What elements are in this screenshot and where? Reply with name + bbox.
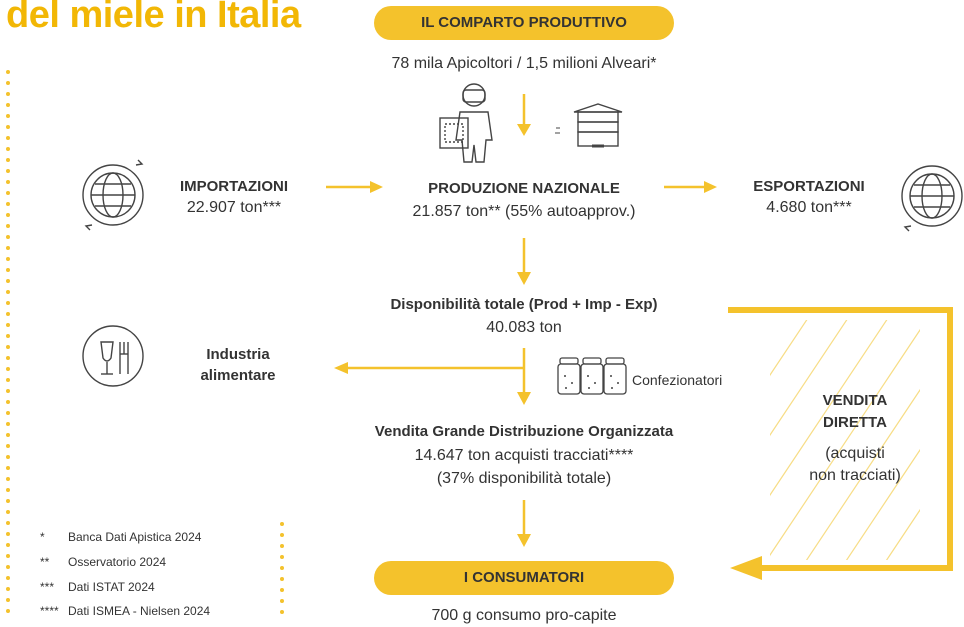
footnote-4: **** Dati ISMEA - Nielsen 2024 (40, 604, 210, 618)
footnote-mark: * (40, 530, 45, 544)
food-industry-line2: alimentare (200, 367, 276, 384)
footnote-mark: ** (40, 555, 50, 569)
decor-dot (6, 279, 10, 283)
footnote-text: Banca Dati Apistica 2024 (68, 530, 202, 544)
direct-sales-line2: DIRETTA (823, 414, 887, 431)
decor-dot (6, 400, 10, 404)
imports-title: IMPORTAZIONI (179, 178, 289, 195)
decor-dot (280, 522, 284, 526)
consumers-pill: I CONSUMATORI (374, 561, 674, 595)
decor-dot (6, 334, 10, 338)
footnote-mark: *** (40, 580, 55, 594)
decor-dot (6, 411, 10, 415)
production-sector-subtitle: 78 mila Apicoltori / 1,5 milioni Alveari… (391, 55, 657, 72)
decor-dot (6, 202, 10, 206)
decor-dot (6, 125, 10, 129)
decor-dot (6, 147, 10, 151)
decor-dot (6, 70, 10, 74)
decor-dot (280, 588, 284, 592)
packers-label: Confezionatori (632, 372, 723, 388)
footnote-text: Dati ISTAT 2024 (68, 580, 155, 594)
footnote-mark: **** (40, 604, 59, 618)
direct-sales-hatch (770, 320, 920, 560)
footnote-2: ** Osservatorio 2024 (40, 555, 166, 569)
gdo-sales-line1: 14.647 ton acquisti tracciati**** (414, 447, 634, 464)
decor-dot (6, 290, 10, 294)
decor-dot (6, 312, 10, 316)
decor-dot (6, 576, 10, 580)
decor-dot (6, 565, 10, 569)
decor-dot (6, 422, 10, 426)
gdo-sales-title: Vendita Grande Distribuzione Organizzata (374, 423, 674, 440)
decor-dot (6, 389, 10, 393)
gdo-sales-line2: (37% disponibilità totale) (436, 470, 612, 487)
decor-dot (6, 543, 10, 547)
total-availability-value: 40.083 ton (486, 319, 562, 336)
decor-dot (6, 466, 10, 470)
decor-dot (6, 609, 10, 613)
decor-dot (6, 114, 10, 118)
decor-dot (6, 598, 10, 602)
decor-dot (6, 301, 10, 305)
total-availability-title: Disponibilità totale (Prod + Imp - Exp) (390, 296, 658, 313)
exports-value: 4.680 ton*** (766, 199, 852, 216)
food-industry-line1: Industria (206, 346, 270, 363)
decor-dot (6, 499, 10, 503)
decor-dot (6, 367, 10, 371)
decor-dot (6, 510, 10, 514)
decor-dot (6, 235, 10, 239)
decor-dot (6, 455, 10, 459)
decor-dot (6, 246, 10, 250)
production-sector-pill: IL COMPARTO PRODUTTIVO (374, 6, 674, 40)
imports-value: 22.907 ton*** (186, 199, 282, 216)
footnote-text: Osservatorio 2024 (68, 555, 167, 569)
decor-dot (280, 577, 284, 581)
decor-dot (280, 533, 284, 537)
decor-dot (6, 213, 10, 217)
national-production-title: PRODUZIONE NAZIONALE (428, 180, 620, 197)
decor-dot (6, 103, 10, 107)
decor-dot (6, 191, 10, 195)
decor-dot (6, 224, 10, 228)
decor-dot (6, 323, 10, 327)
page-title: del miele in Italia (6, 0, 301, 36)
direct-sales-flow-line (728, 307, 953, 580)
decor-dot (280, 555, 284, 559)
decor-dot (6, 521, 10, 525)
footnote-1: * Banca Dati Apistica 2024 (40, 530, 201, 544)
decor-dot (6, 158, 10, 162)
decor-dot (6, 477, 10, 481)
direct-sales-line1: VENDITA (822, 392, 888, 409)
decor-dot (6, 378, 10, 382)
decor-dot (6, 169, 10, 173)
decor-dot (6, 81, 10, 85)
decor-dot (6, 356, 10, 360)
decor-dot (280, 610, 284, 614)
decor-dot (6, 257, 10, 261)
exports-title: ESPORTAZIONI (753, 178, 865, 195)
decor-dot (6, 488, 10, 492)
consumers-value: 700 g consumo pro-capite (431, 607, 617, 624)
decor-dot (6, 180, 10, 184)
decor-dot (6, 92, 10, 96)
decor-dot (6, 444, 10, 448)
footnote-3: *** Dati ISTAT 2024 (40, 580, 155, 594)
decor-dot (6, 587, 10, 591)
decor-dot (280, 544, 284, 548)
decor-dot (6, 345, 10, 349)
decor-dot (6, 268, 10, 272)
direct-sales-line4: non tracciati) (809, 467, 901, 484)
decor-dot (6, 532, 10, 536)
decor-dot (6, 136, 10, 140)
national-production-value: 21.857 ton** (55% autoapprov.) (412, 203, 636, 220)
decor-dot (280, 566, 284, 570)
decor-dot (6, 433, 10, 437)
decor-dot (280, 599, 284, 603)
footnote-text: Dati ISMEA - Nielsen 2024 (68, 604, 211, 618)
direct-sales-line3: (acquisti (825, 445, 885, 462)
decor-dot (6, 554, 10, 558)
